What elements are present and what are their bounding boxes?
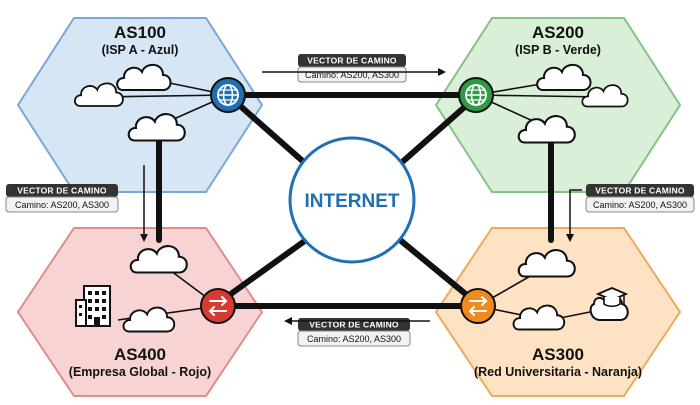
as300-network [477,249,629,331]
path-vector-header: VECTOR DE CAMINO [309,320,399,330]
as400-title: AS400 [114,345,166,364]
as300-title: AS300 [532,345,584,364]
path-vector-body: Camino: AS200, AS300 [305,70,399,80]
as300-region [434,227,682,397]
office-building-icon [75,285,111,327]
as200-router-globe-icon [458,77,494,113]
internet-label: INTERNET [305,191,400,212]
link-as100-internet [235,101,309,167]
link-as300-internet [397,237,471,299]
as200-title: AS200 [532,23,584,42]
as400-router-arrows-icon [200,288,236,324]
as200-subtitle: (ISP B - Verde) [515,43,601,57]
path-vector-body: Camino: AS200, AS300 [15,200,109,210]
backbone-links [156,92,554,309]
path-vector-tag-right: VECTOR DE CAMINO Camino: AS200, AS300 [585,184,695,213]
as300-subtitle: (Red Universitaria - Naranja) [474,365,642,379]
link-as400-internet [225,237,309,299]
internet-hub [288,136,416,264]
as100-title: AS100 [114,23,166,42]
path-vector-tag-left: VECTOR DE CAMINO Camino: AS200, AS300 [5,184,119,213]
as100-subtitle: (ISP A - Azul) [102,43,179,57]
path-vector-header: VECTOR DE CAMINO [595,186,685,196]
as100-router-globe-icon [210,77,246,113]
graduation-cap-icon [589,287,629,321]
path-vector-header: VECTOR DE CAMINO [307,56,397,66]
as300-router-arrows-icon [460,288,496,324]
path-vector-body: Camino: AS200, AS300 [307,334,401,344]
path-vector-header: VECTOR DE CAMINO [17,186,107,196]
link-as200-internet [397,101,471,167]
as100-region [16,17,264,193]
path-vector-body: Camino: AS200, AS300 [593,200,687,210]
arrow-as200-to-as300 [566,189,582,242]
path-vector-tag-bottom: VECTOR DE CAMINO Camino: AS200, AS300 [297,318,411,347]
path-vector-tag-top: VECTOR DE CAMINO Camino: AS200, AS300 [297,54,407,83]
as400-subtitle: (Empresa Global - Rojo) [69,365,211,379]
